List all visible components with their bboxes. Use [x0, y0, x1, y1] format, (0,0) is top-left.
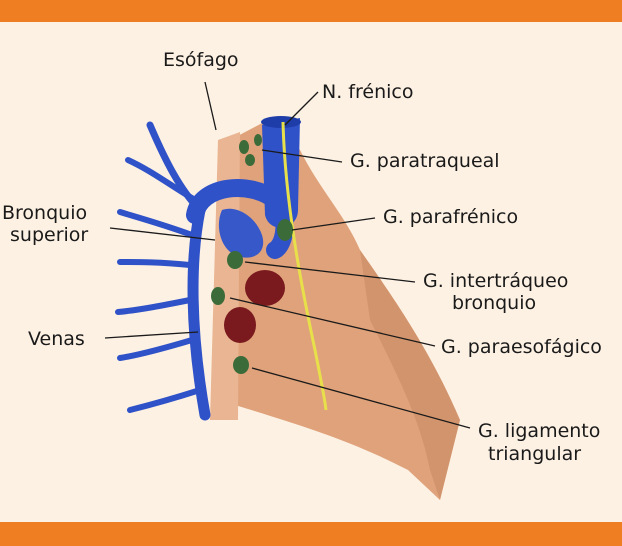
label-bronquio-superior-line1: Bronquio	[2, 202, 88, 224]
bronchus-cluster	[218, 208, 264, 258]
trachea-tube	[262, 118, 300, 228]
veins	[115, 121, 211, 421]
red-lymph-nodes	[224, 270, 285, 343]
label-n-frenico: N. frénico	[322, 81, 414, 103]
label-g-paraesofagico: G. paraesofágico	[441, 336, 602, 358]
tube-top	[261, 116, 301, 128]
label-g-ligamento-line2: triangular	[488, 443, 582, 465]
label-esofago: Esófago	[163, 49, 239, 71]
bottom-orange-band	[0, 522, 622, 546]
label-g-intertraqueo-line1: G. intertráqueo	[423, 270, 569, 292]
label-g-intertraqueo-line2: bronquio	[452, 292, 537, 314]
label-g-paratraqueal: G. paratraqueal	[350, 150, 500, 172]
esophagus	[210, 132, 240, 420]
label-bronquio-superior-line2: superior	[10, 224, 89, 246]
phrenic-nerve	[281, 121, 328, 411]
green-lymph-nodes	[211, 134, 293, 374]
leader-lines	[104, 81, 471, 429]
label-venas: Venas	[28, 328, 85, 350]
label-g-ligamento-line1: G. ligamento	[478, 420, 601, 442]
lung-shadow	[360, 250, 460, 500]
label-g-parafrenico: G. parafrénico	[383, 206, 519, 228]
top-orange-band	[0, 0, 622, 22]
